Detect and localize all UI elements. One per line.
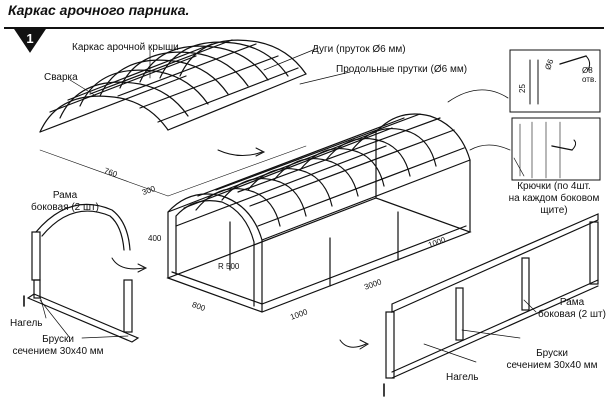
header-rule — [4, 27, 604, 29]
label-bars-left: Бруски сечением 30х40 мм — [2, 334, 114, 358]
label-bars-right: Бруски сечением 30х40 мм — [496, 348, 608, 372]
label-welding: Сварка — [44, 72, 78, 83]
detail-insets — [447, 49, 601, 181]
leader-lines — [39, 47, 537, 363]
label-side-frame-top: Рама боковая (2 шт) — [30, 190, 100, 214]
dim-detail-d3: отв. — [582, 75, 597, 84]
right-side-frame-drawing — [383, 213, 599, 397]
label-roof-frame: Каркас арочной крыши — [72, 42, 179, 53]
label-hooks-line1: Крючки (по 4шт. — [517, 181, 591, 192]
label-hooks-line3: щите) — [540, 205, 568, 216]
label-side-frame-right-line1: Рама — [559, 297, 585, 308]
label-bars-right-line2: сечением 30х40 мм — [506, 360, 598, 371]
dim-height: 400 — [148, 234, 162, 243]
label-dowel-right: Нагель — [446, 372, 479, 383]
left-side-frame-drawing — [23, 203, 140, 343]
label-bars-right-line1: Бруски — [536, 348, 568, 359]
step-number: 1 — [26, 31, 33, 46]
label-hooks-line2: на каждом боковом — [508, 193, 600, 204]
page-title: Каркас арочного парника. — [8, 2, 190, 18]
label-arcs: Дуги (пруток Ø6 мм) — [312, 44, 406, 55]
label-dowel-left: Нагель — [10, 318, 43, 329]
label-side-frame-top-line1: Рама — [52, 190, 78, 201]
greenhouse-3d-drawing — [166, 113, 472, 313]
label-side-frame-right: Рама боковая (2 шт) — [532, 297, 611, 321]
label-side-frame-top-line2: боковая (2 шт) — [31, 202, 99, 213]
label-bars-left-line2: сечением 30х40 мм — [12, 346, 104, 357]
step-badge: 1 — [13, 27, 47, 53]
dim-detail-h: 25 — [517, 84, 527, 93]
label-bars-left-line1: Бруски — [42, 334, 74, 345]
label-side-frame-right-line2: боковая (2 шт) — [538, 309, 606, 320]
roof-frame-drawing — [39, 39, 307, 197]
dim-radius: R 500 — [218, 262, 240, 271]
label-hooks: Крючки (по 4шт. на каждом боковом щите) — [502, 181, 606, 217]
label-long-rods: Продольные прутки (Ø6 мм) — [336, 64, 468, 75]
dim-detail-d2: Ø8 — [582, 66, 593, 75]
